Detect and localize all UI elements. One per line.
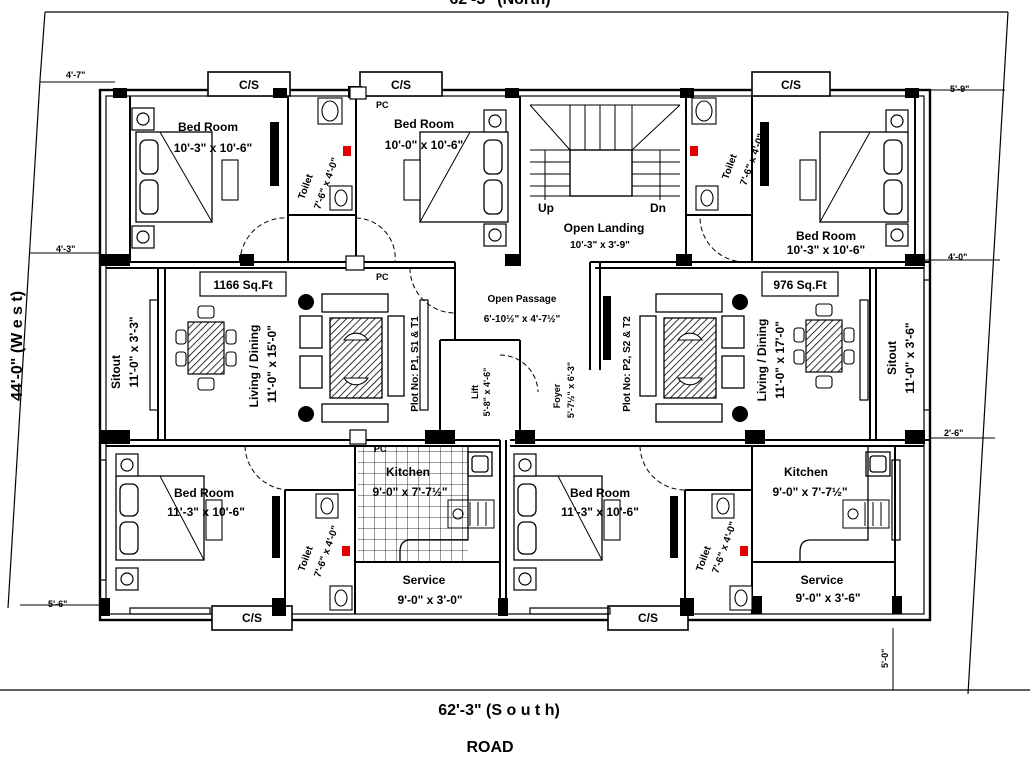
pc-markers [345, 86, 367, 445]
bedside-tables [115, 107, 909, 591]
setback-lower-right: 2'-6" [944, 428, 963, 438]
toilet-top-right-label: Toilet [720, 152, 739, 181]
cs-label-5: C/S [638, 611, 658, 625]
open-landing-name: Open Landing [564, 221, 645, 235]
kitchen-right-size: 9'-0" x 7'-7½" [772, 485, 847, 499]
plot-right-label: Plot No: P2, S2 & T2 [622, 316, 633, 412]
stoves [447, 499, 890, 529]
plot-left-label: Plot No: P1, S1 & T1 [410, 316, 421, 412]
pillows [119, 139, 903, 555]
dining-sets [187, 319, 843, 375]
plot-boundary [0, 11, 1030, 695]
bed-top-right-size: 10'-3" x 10'-6" [787, 243, 865, 257]
pc-label-3: PC [374, 444, 387, 454]
living-right-size: 11'-0" x 17'-0" [773, 321, 787, 399]
setback-lower-left: 5'-6" [48, 599, 67, 609]
setback-bottom-right: 5'-0" [880, 649, 890, 668]
area-right-label: 976 Sq.Ft [773, 278, 826, 292]
bed-bottom-right-size: 11'-3" x 10'-6" [561, 505, 639, 519]
open-passage-size: 6'-10½" x 4'-7½" [484, 314, 561, 325]
pc-label-1: PC [376, 100, 389, 110]
kitchen-counters [399, 446, 891, 562]
sitout-left-size: 11'-0" x 3'-3" [127, 316, 141, 387]
open-passage-name: Open Passage [488, 294, 557, 305]
kitchen-left-name: Kitchen [386, 465, 430, 479]
living-right-name: Living / Dining [755, 319, 769, 402]
area-left-label: 1166 Sq.Ft [213, 278, 272, 292]
service-right-name: Service [801, 573, 844, 587]
stair-up-label: Up [538, 201, 554, 215]
lift-size: 5'-8" x 4'-6" [482, 368, 492, 417]
stair-dn-label: Dn [650, 201, 666, 215]
open-landing-size: 10'-3" x 3'-9" [570, 240, 630, 251]
toilet-top-left-label: Toilet [296, 172, 315, 201]
cs-label-2: C/S [391, 78, 411, 92]
plants [298, 294, 748, 422]
toilet-bottom-left-label: Toilet [296, 544, 315, 573]
sitout-left-name: Sitout [109, 355, 123, 389]
dining-chairs [175, 303, 855, 391]
foyer-size: 5'-7½" x 6'-3" [566, 362, 576, 418]
area-box-left [199, 271, 287, 297]
windows [270, 122, 769, 558]
kitchen-floor-tiles [358, 446, 468, 562]
setback-top-left: 4'-7" [66, 70, 85, 80]
shower-marks [342, 146, 748, 556]
road-label: ROAD [466, 739, 513, 756]
bed-bottom-left-name: Bed Room [174, 486, 234, 500]
door-swings [239, 217, 746, 491]
bed-bottom-left-size: 11'-3" x 10'-6" [167, 505, 245, 519]
kitchen-right-name: Kitchen [784, 465, 828, 479]
foyer-name: Foyer [552, 383, 562, 408]
lift-name: Lift [470, 385, 480, 399]
pc-label-2: PC [376, 272, 389, 282]
sitout-right-name: Sitout [885, 341, 899, 375]
bed-top-mid-size: 10'-0" x 10'-6" [385, 138, 463, 152]
west-dimension: 44'-0" (W e s t) [9, 291, 26, 401]
kitchen-left-size: 9'-0" x 7'-7½" [372, 485, 447, 499]
toilet-bottom-left-size: 7'-6" x 4'-0" [312, 524, 341, 579]
setback-mid-right: 4'-0" [948, 252, 967, 262]
living-left-name: Living / Dining [247, 325, 261, 408]
bed-top-left-size: 10'-3" x 10'-6" [174, 141, 252, 155]
cs-label-4: C/S [242, 611, 262, 625]
desks [205, 159, 817, 541]
toilet-fixtures [315, 97, 753, 611]
sofa-arcs [343, 332, 703, 386]
columns [100, 86, 925, 616]
window-frames [99, 279, 931, 615]
toilet-bottom-right-size: 7'-6" x 4'-0" [710, 520, 739, 575]
service-left-name: Service [403, 573, 446, 587]
bed-top-left-name: Bed Room [178, 120, 238, 134]
service-right-size: 9'-0" x 3'-6" [795, 591, 860, 605]
area-box-right [761, 271, 839, 297]
dimension-lines [20, 81, 1005, 690]
bed-top-mid-name: Bed Room [394, 117, 454, 131]
cs-projections-bottom [211, 605, 689, 631]
top-dimension: 62'-3" (North) [449, 0, 550, 8]
setback-mid-left: 4'-3" [56, 244, 75, 254]
cs-label-1: C/S [239, 78, 259, 92]
setback-top-right: 5'-9" [950, 84, 969, 94]
bed-top-right-name: Bed Room [796, 229, 856, 243]
living-left-size: 11'-0" x 15'-0" [265, 325, 279, 403]
sitout-right-size: 11'-0" x 3'-6" [903, 322, 917, 393]
south-dimension: 62'-3" (S o u t h) [438, 702, 560, 719]
service-left-size: 9'-0" x 3'-0" [397, 593, 462, 607]
cs-label-3: C/S [781, 78, 801, 92]
bed-bottom-right-name: Bed Room [570, 486, 630, 500]
bed-covers [159, 131, 871, 561]
staircase [529, 104, 681, 200]
